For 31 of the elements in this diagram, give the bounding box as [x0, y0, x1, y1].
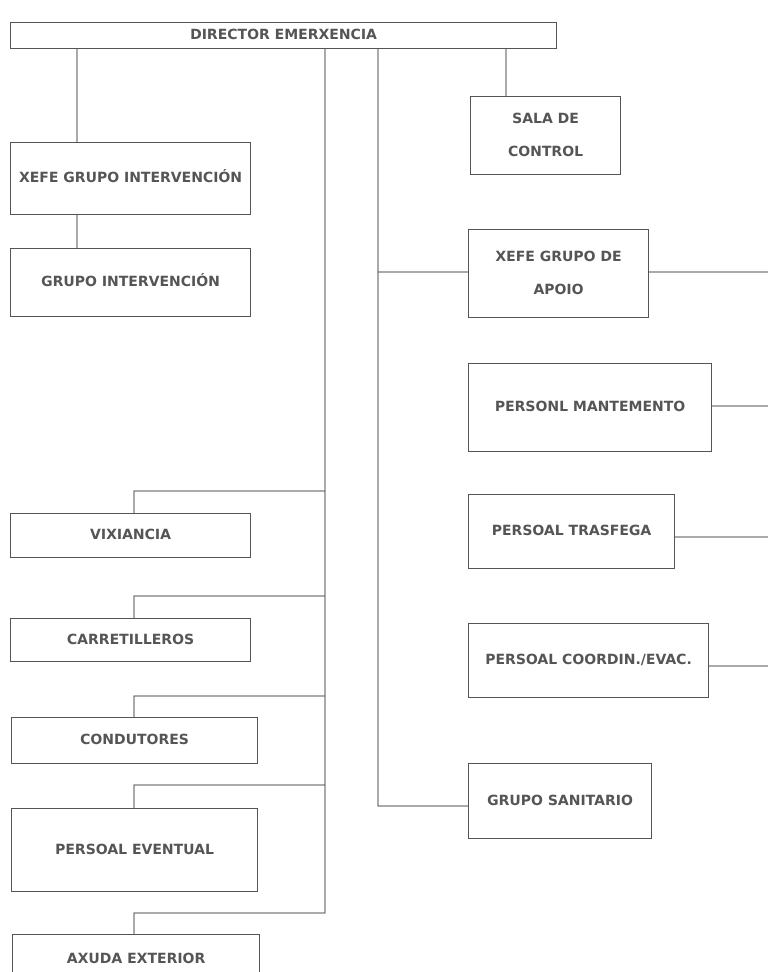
org-box [11, 717, 258, 764]
connector-line [674, 536, 768, 538]
org-box [11, 808, 258, 892]
org-label: SALA DE CONTROL [506, 110, 584, 162]
org-label: PERSOAL EVENTUAL [54, 840, 215, 860]
org-label: AXUDA EXTERIOR [66, 950, 206, 968]
org-label: XEFE GRUPO INTERVENCIÓN [18, 168, 244, 188]
org-box [468, 494, 675, 569]
org-label: VIXIANCIA [89, 526, 172, 545]
org-box [468, 363, 712, 452]
org-label: XEFE GRUPO DE APOIO [494, 248, 623, 300]
org-box [10, 513, 251, 558]
org-label: PERSONL MANTEMENTO [494, 398, 686, 417]
connector-line [76, 48, 78, 142]
org-box [468, 623, 709, 698]
org-box [12, 934, 260, 972]
org-label: GRUPO SANITARIO [486, 792, 634, 810]
org-box [468, 229, 649, 318]
org-box [10, 618, 251, 662]
org-label: CONDUTORES [79, 731, 190, 750]
org-label: DIRECTOR EMERXENCIA [189, 26, 378, 45]
org-box [470, 96, 621, 175]
org-label: PERSOAL TRASFEGA [490, 522, 652, 541]
org-box [10, 248, 251, 317]
org-label: CARRETILLEROS [66, 630, 196, 650]
org-label: GRUPO INTERVENCIÓN [40, 272, 221, 292]
org-label: PERSOAL COORDIN./EVAC. [484, 651, 693, 670]
org-box [10, 142, 251, 215]
org-box [10, 22, 557, 49]
connector-line [76, 214, 78, 248]
org-box [468, 763, 652, 839]
